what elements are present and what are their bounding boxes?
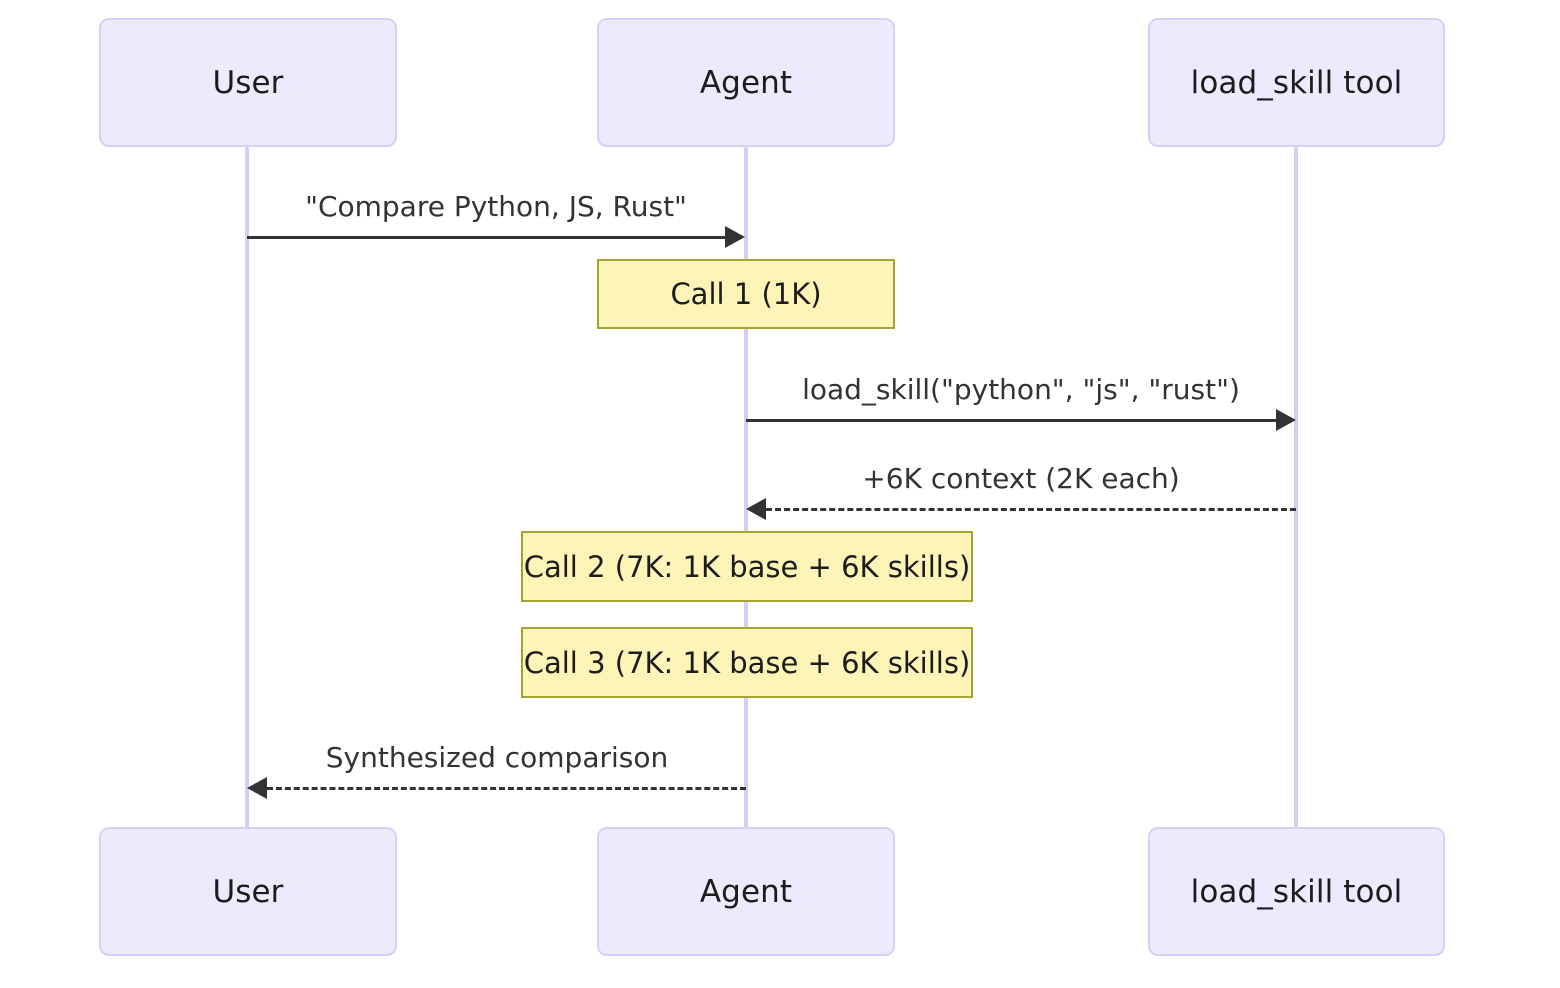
message-line-context-return (766, 508, 1296, 511)
message-label-synthesized-comparison: Synthesized comparison (325, 741, 669, 774)
note-call-2-label: Call 2 (7K: 1K base + 6K skills) (523, 549, 971, 584)
participant-user-top-label: User (212, 64, 284, 101)
note-call-3: Call 3 (7K: 1K base + 6K skills) (521, 627, 973, 698)
arrowhead-right-icon-load-skill-call (1276, 409, 1296, 431)
note-call-1-label: Call 1 (1K) (670, 277, 822, 311)
message-line-compare-request (247, 236, 725, 239)
participant-user-bottom-label: User (212, 873, 284, 910)
participant-agent-top[interactable]: Agent (597, 18, 895, 147)
message-line-synthesized-comparison (267, 787, 746, 790)
participant-user-bottom[interactable]: User (99, 827, 397, 956)
message-line-load-skill-call (746, 419, 1276, 422)
participant-tool-bottom-label: load_skill tool (1190, 873, 1403, 910)
message-label-compare-request: "Compare Python, JS, Rust" (305, 190, 687, 223)
arrowhead-left-icon-synthesized-comparison (247, 777, 267, 799)
participant-tool-bottom[interactable]: load_skill tool (1148, 827, 1445, 956)
participant-agent-top-label: Agent (699, 64, 793, 101)
note-call-2: Call 2 (7K: 1K base + 6K skills) (521, 531, 973, 602)
note-call-1: Call 1 (1K) (597, 259, 895, 329)
lifeline-tool (1294, 147, 1298, 829)
arrowhead-right-icon-compare-request (725, 226, 745, 248)
note-call-3-label: Call 3 (7K: 1K base + 6K skills) (523, 645, 971, 680)
lifeline-user (245, 147, 249, 829)
arrowhead-left-icon-context-return (746, 498, 766, 520)
participant-user-top[interactable]: User (99, 18, 397, 147)
participant-agent-bottom-label: Agent (699, 873, 793, 910)
message-label-load-skill-call: load_skill("python", "js", "rust") (802, 373, 1240, 406)
participant-tool-top[interactable]: load_skill tool (1148, 18, 1445, 147)
participant-tool-top-label: load_skill tool (1190, 64, 1403, 101)
lifeline-agent (744, 147, 748, 829)
message-label-context-return: +6K context (2K each) (862, 462, 1180, 495)
participant-agent-bottom[interactable]: Agent (597, 827, 895, 956)
